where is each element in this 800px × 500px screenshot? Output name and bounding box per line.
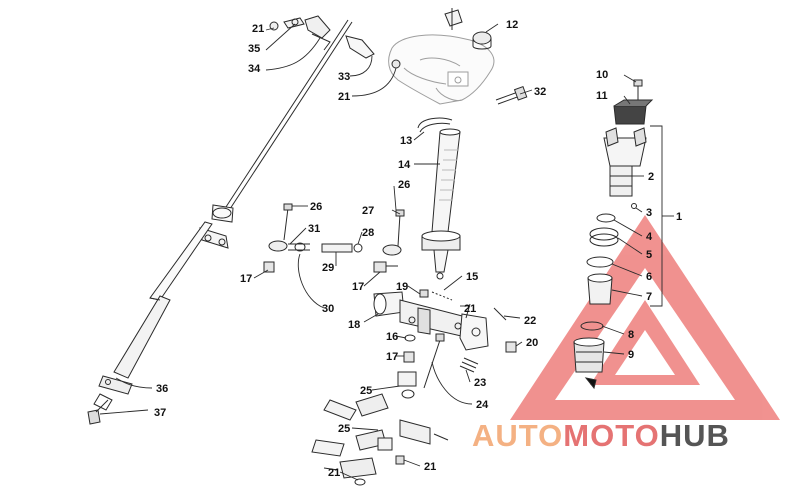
- linkage-parts: [263, 203, 405, 273]
- callout-23: 23: [474, 377, 486, 389]
- callout-31: 31: [308, 223, 320, 235]
- pin-15: [431, 291, 453, 301]
- callout-28: 28: [362, 227, 374, 239]
- callout-20: 20: [526, 337, 538, 349]
- callout-35: 35: [248, 43, 260, 55]
- callout-1: 1: [676, 211, 682, 223]
- callout-37: 37: [154, 407, 166, 419]
- callout-33: 33: [338, 71, 350, 83]
- nut-19: [419, 289, 429, 298]
- callout-36: 36: [156, 383, 168, 395]
- callout-12: 12: [506, 19, 518, 31]
- watermark-auto: AUTO: [472, 418, 564, 453]
- callout-21: 21: [424, 461, 436, 473]
- callout-26: 26: [398, 179, 410, 191]
- callout-3: 3: [646, 207, 652, 219]
- callout-19: 19: [396, 281, 408, 293]
- callout-15: 15: [466, 271, 478, 283]
- steering-shaft-assembly: [87, 19, 353, 425]
- callout-24: 24: [476, 399, 489, 411]
- bolt-32: [495, 85, 528, 105]
- callout-8: 8: [628, 329, 634, 341]
- upper-bracket-housing: [388, 34, 495, 105]
- bushing-12: [444, 8, 492, 50]
- steering-shaft-14: [421, 128, 461, 280]
- callout-34: 34: [248, 63, 261, 75]
- callout-11: 11: [596, 90, 608, 102]
- callout-10: 10: [596, 69, 608, 81]
- callout-21: 21: [464, 303, 476, 315]
- callout-25: 25: [338, 423, 350, 435]
- callout-17: 17: [352, 281, 364, 293]
- callout-30: 30: [322, 303, 334, 315]
- callout-6: 6: [646, 271, 652, 283]
- callout-14: 14: [398, 159, 411, 171]
- callout-32: 32: [534, 86, 546, 98]
- circlip-13: [417, 117, 453, 133]
- leader-lines: [99, 23, 674, 481]
- callout-5: 5: [646, 249, 652, 261]
- bolt-24-and-spring-23: [423, 333, 479, 389]
- callout-17: 17: [240, 273, 252, 285]
- upper-clamp-parts: [269, 15, 375, 59]
- watermark-hub: HUB: [659, 418, 730, 453]
- callout-16: 16: [386, 331, 398, 343]
- watermark-text: AUTOMOTOHUB: [472, 418, 730, 454]
- callout-17: 17: [386, 351, 398, 363]
- callout-29: 29: [322, 262, 334, 274]
- callout-2: 2: [648, 171, 654, 183]
- callout-21: 21: [338, 91, 350, 103]
- callout-21: 21: [328, 467, 340, 479]
- lower-housing-18: [373, 291, 517, 363]
- lower-carriers-25: [311, 371, 449, 486]
- watermark-moto: MOTO: [563, 418, 660, 453]
- callout-26: 26: [310, 201, 322, 213]
- callout-13: 13: [400, 135, 412, 147]
- callout-7: 7: [646, 291, 652, 303]
- callout-21: 21: [252, 23, 264, 35]
- callout-9: 9: [628, 349, 634, 361]
- callout-22: 22: [524, 315, 536, 327]
- callout-27: 27: [362, 205, 374, 217]
- watermark-logo: [510, 215, 780, 420]
- callout-18: 18: [348, 319, 360, 331]
- callout-4: 4: [646, 231, 653, 243]
- callout-25: 25: [360, 385, 372, 397]
